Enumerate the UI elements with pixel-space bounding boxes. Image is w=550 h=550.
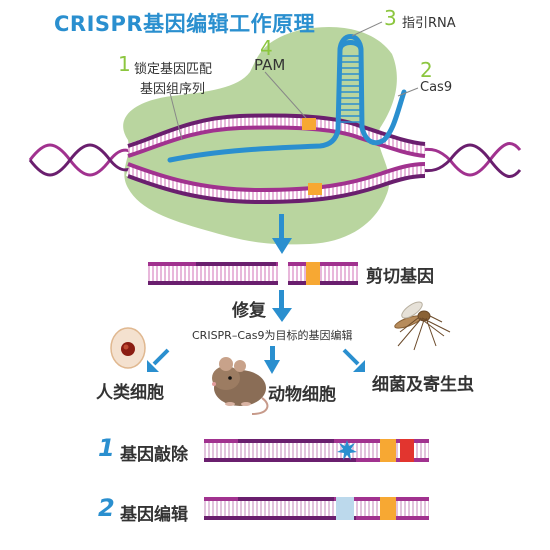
callout-pam-label: PAM	[254, 56, 286, 74]
callout-number-2: 2	[420, 58, 433, 82]
arrow-to-bacteria	[342, 348, 365, 372]
callout-leaders	[169, 21, 419, 141]
cut-gene-label: 剪切基因	[366, 267, 434, 287]
cut-dna	[148, 262, 358, 285]
callout-1-line1: 锁定基因匹配	[134, 62, 213, 77]
dna-helix-left	[28, 143, 133, 177]
knockout-dna	[204, 439, 429, 462]
arrow-down-2	[272, 290, 292, 322]
bacteria-label: 细菌及寄生虫	[372, 375, 474, 395]
mutation-star	[337, 440, 357, 460]
mosquito-illustration	[394, 301, 451, 351]
repair-label: 修复	[232, 301, 266, 321]
diagram-title: CRISPR基因编辑工作原理	[54, 12, 316, 36]
callout-cas9-label: Cas9	[420, 80, 453, 95]
arrow-to-human-cell	[147, 348, 170, 372]
pam-site-lower	[308, 183, 322, 195]
knockout-label: 基因敲除	[120, 445, 188, 465]
callout-number-1: 1	[118, 52, 131, 76]
edit-label: 基因编辑	[120, 505, 188, 525]
dna-helix-right	[419, 142, 522, 178]
pam-site-upper	[302, 118, 316, 130]
dna-lower-strand	[125, 162, 426, 205]
animal-cell-label: 动物细胞	[268, 385, 336, 405]
callout-number-4: 4	[260, 36, 273, 60]
target-note: CRISPR–Cas9为目标的基因编辑	[192, 329, 353, 342]
outcome-number-2: 2	[98, 494, 115, 522]
outcome-number-1: 1	[98, 434, 115, 462]
arrow-down-1	[272, 214, 292, 254]
guide-rna	[167, 34, 407, 163]
callout-1-line2: 基因组序列	[140, 82, 206, 97]
arrow-to-animal-cell	[264, 346, 280, 374]
edited-dna	[204, 497, 429, 520]
human-cell-label: 人类细胞	[96, 383, 164, 403]
callout-guide-rna-label: 指引RNA	[402, 16, 456, 31]
mouse-illustration	[212, 357, 269, 415]
human-cell-illustration	[110, 327, 146, 369]
callout-number-3: 3	[384, 6, 397, 30]
